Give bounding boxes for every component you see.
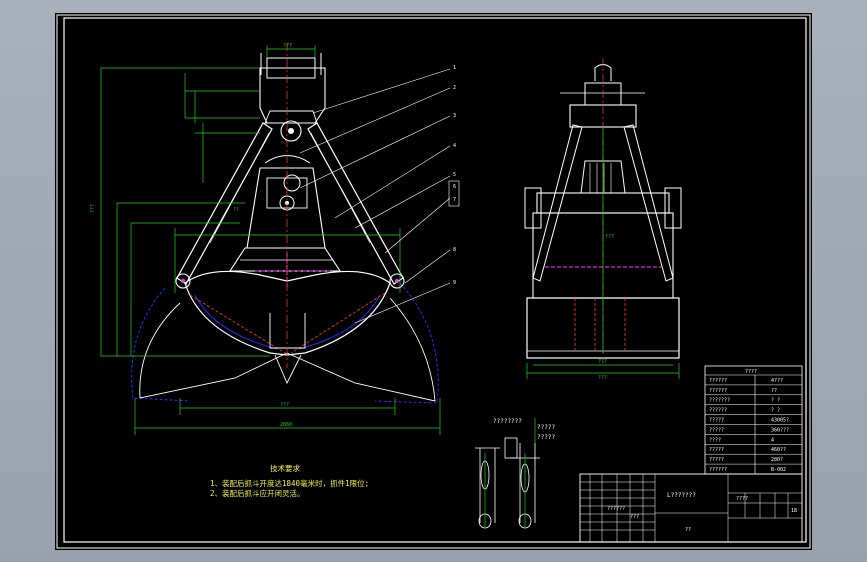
title-small-1: ?????? bbox=[607, 506, 625, 512]
spec-row-label: ????? bbox=[709, 427, 724, 433]
spec-row-value: ? ? bbox=[771, 408, 780, 414]
open-jaw-left-outline bbox=[139, 302, 288, 399]
spec-row-label: ????? bbox=[709, 447, 724, 453]
side-strut-left bbox=[532, 124, 583, 282]
strut-right bbox=[307, 122, 404, 285]
spec-row-value: B-002 bbox=[771, 467, 786, 473]
strut-left-inner bbox=[209, 132, 270, 244]
spec-row-label: ?????? bbox=[709, 388, 727, 394]
open-jaw-left-hidden bbox=[131, 287, 191, 402]
balloon-labels: 1 2 3 4 5 6 7 8 9 bbox=[453, 65, 456, 286]
svg-text:5: 5 bbox=[453, 172, 456, 178]
title-block-grid bbox=[580, 474, 802, 542]
spec-row-value: 4 bbox=[771, 437, 774, 443]
front-dimensions bbox=[100, 45, 441, 435]
balloon-bracket bbox=[448, 180, 460, 207]
hinge-left-pin bbox=[181, 279, 185, 283]
bucket-hidden-l bbox=[189, 294, 286, 354]
bucket-hidden-r bbox=[290, 292, 386, 354]
spec-row-value: 280? bbox=[771, 457, 783, 463]
jaw-tip bbox=[274, 354, 302, 385]
spec-row-label: ?????? bbox=[709, 467, 727, 473]
spec-row-label: ????? bbox=[709, 457, 724, 463]
dim-open-width: ??? bbox=[280, 402, 289, 408]
bucket-shell bbox=[184, 270, 391, 356]
head-sheave-pin bbox=[288, 128, 294, 134]
dim-side-bottom: ??? bbox=[598, 359, 607, 365]
spec-rows: ??????4??????????????????? ???????? ????… bbox=[709, 378, 789, 473]
spec-row-value: 4??? bbox=[771, 378, 783, 384]
svg-text:1: 1 bbox=[453, 65, 456, 71]
cad-drawing: ??? ??? 2660 ??? ?? 1 2 3 4 5 6 7 bbox=[56, 14, 811, 549]
title-small-2: ??? bbox=[630, 514, 639, 520]
dim-height: ??? bbox=[90, 204, 96, 213]
drawing-canvas[interactable]: ??? ??? 2660 ??? ?? 1 2 3 4 5 6 7 bbox=[55, 13, 812, 550]
dim-side-height: ??? bbox=[605, 234, 614, 240]
outer-border bbox=[56, 14, 811, 549]
svg-text:3: 3 bbox=[453, 113, 456, 119]
schematic-green bbox=[484, 418, 536, 528]
technical-requirements: 技术要求 1、装配后抓斗开度达1840毫米时，抓件1限位; 2、装配后抓斗应开闭… bbox=[210, 463, 369, 498]
spec-row-value: 360??? bbox=[771, 427, 789, 433]
title-sheet: 18 bbox=[791, 508, 797, 514]
spec-row-label: ????? bbox=[709, 418, 724, 424]
title-block[interactable]: L??????? ?? ???? 18 ?????? ??? bbox=[579, 473, 803, 543]
dim-top-width: ??? bbox=[283, 43, 292, 49]
open-jaw-right-hidden bbox=[374, 282, 439, 404]
side-strut-right bbox=[623, 124, 674, 282]
schematic-label-1: ???????? bbox=[493, 418, 522, 425]
strut-left bbox=[176, 122, 273, 285]
spec-row-label: ??????? bbox=[709, 398, 730, 404]
drawing-code: ?? bbox=[685, 527, 691, 533]
tech-req-line-2: 2、装配后抓斗应开闭灵活。 bbox=[210, 488, 305, 498]
svg-text:6: 6 bbox=[453, 184, 456, 190]
spec-row-label: ???? bbox=[709, 437, 721, 443]
hinge-right-pin bbox=[395, 279, 399, 283]
side-view[interactable]: ??? ??? ??? bbox=[524, 58, 682, 381]
tech-req-line-1: 1、装配后抓斗开度达1840毫米时，抓件1限位; bbox=[210, 478, 369, 488]
spec-table[interactable]: ???? ??????4??????????????????? ????????… bbox=[704, 365, 803, 475]
dim-total-width: 2660 bbox=[280, 422, 292, 428]
title-scale: ???? bbox=[736, 496, 748, 502]
spec-row-label: ?????? bbox=[709, 378, 727, 384]
tech-req-title: 技术要求 bbox=[270, 463, 300, 473]
center-body-cap bbox=[264, 155, 311, 164]
spec-row-value: ? ? bbox=[771, 398, 780, 404]
open-jaw-right-outline bbox=[286, 297, 436, 402]
hinge-right bbox=[389, 273, 405, 289]
drawing-name: L??????? bbox=[667, 492, 696, 499]
bucket-shell-inner bbox=[194, 294, 278, 350]
head-shackle bbox=[266, 57, 316, 79]
spec-row-value: ?? bbox=[771, 388, 777, 394]
svg-text:8: 8 bbox=[453, 247, 456, 253]
hinge-left bbox=[175, 273, 191, 289]
dim-small: ?? bbox=[233, 207, 239, 213]
strut-right-inner bbox=[310, 132, 371, 244]
schematic-label-2: ????? bbox=[537, 424, 555, 431]
svg-text:4: 4 bbox=[453, 143, 456, 149]
svg-text:9: 9 bbox=[453, 280, 456, 286]
spec-row-value: 43005? bbox=[771, 418, 789, 424]
balloon-leaders bbox=[299, 68, 451, 324]
dim-side-width: ??? bbox=[598, 375, 607, 381]
svg-text:7: 7 bbox=[453, 197, 456, 203]
bucket-center-plate bbox=[269, 313, 306, 349]
side-dimensions bbox=[526, 128, 680, 379]
lower-beam bbox=[228, 247, 342, 272]
head-sheave bbox=[280, 120, 302, 142]
svg-text:2: 2 bbox=[453, 85, 456, 91]
spec-title: ???? bbox=[745, 369, 757, 375]
bucket-shell-inner-r bbox=[298, 294, 381, 350]
spec-row-value: 460?? bbox=[771, 447, 786, 453]
schematic-label-3: ????? bbox=[537, 434, 555, 441]
spec-row-label: ?????? bbox=[709, 408, 727, 414]
rope-schematic[interactable]: ???????? ????? ????? bbox=[475, 418, 555, 529]
center-body bbox=[246, 167, 326, 249]
inner-border bbox=[63, 17, 807, 543]
front-view[interactable]: ??? ??? 2660 ??? ?? 1 2 3 4 5 6 7 bbox=[90, 43, 460, 435]
sheave-center bbox=[283, 174, 301, 192]
